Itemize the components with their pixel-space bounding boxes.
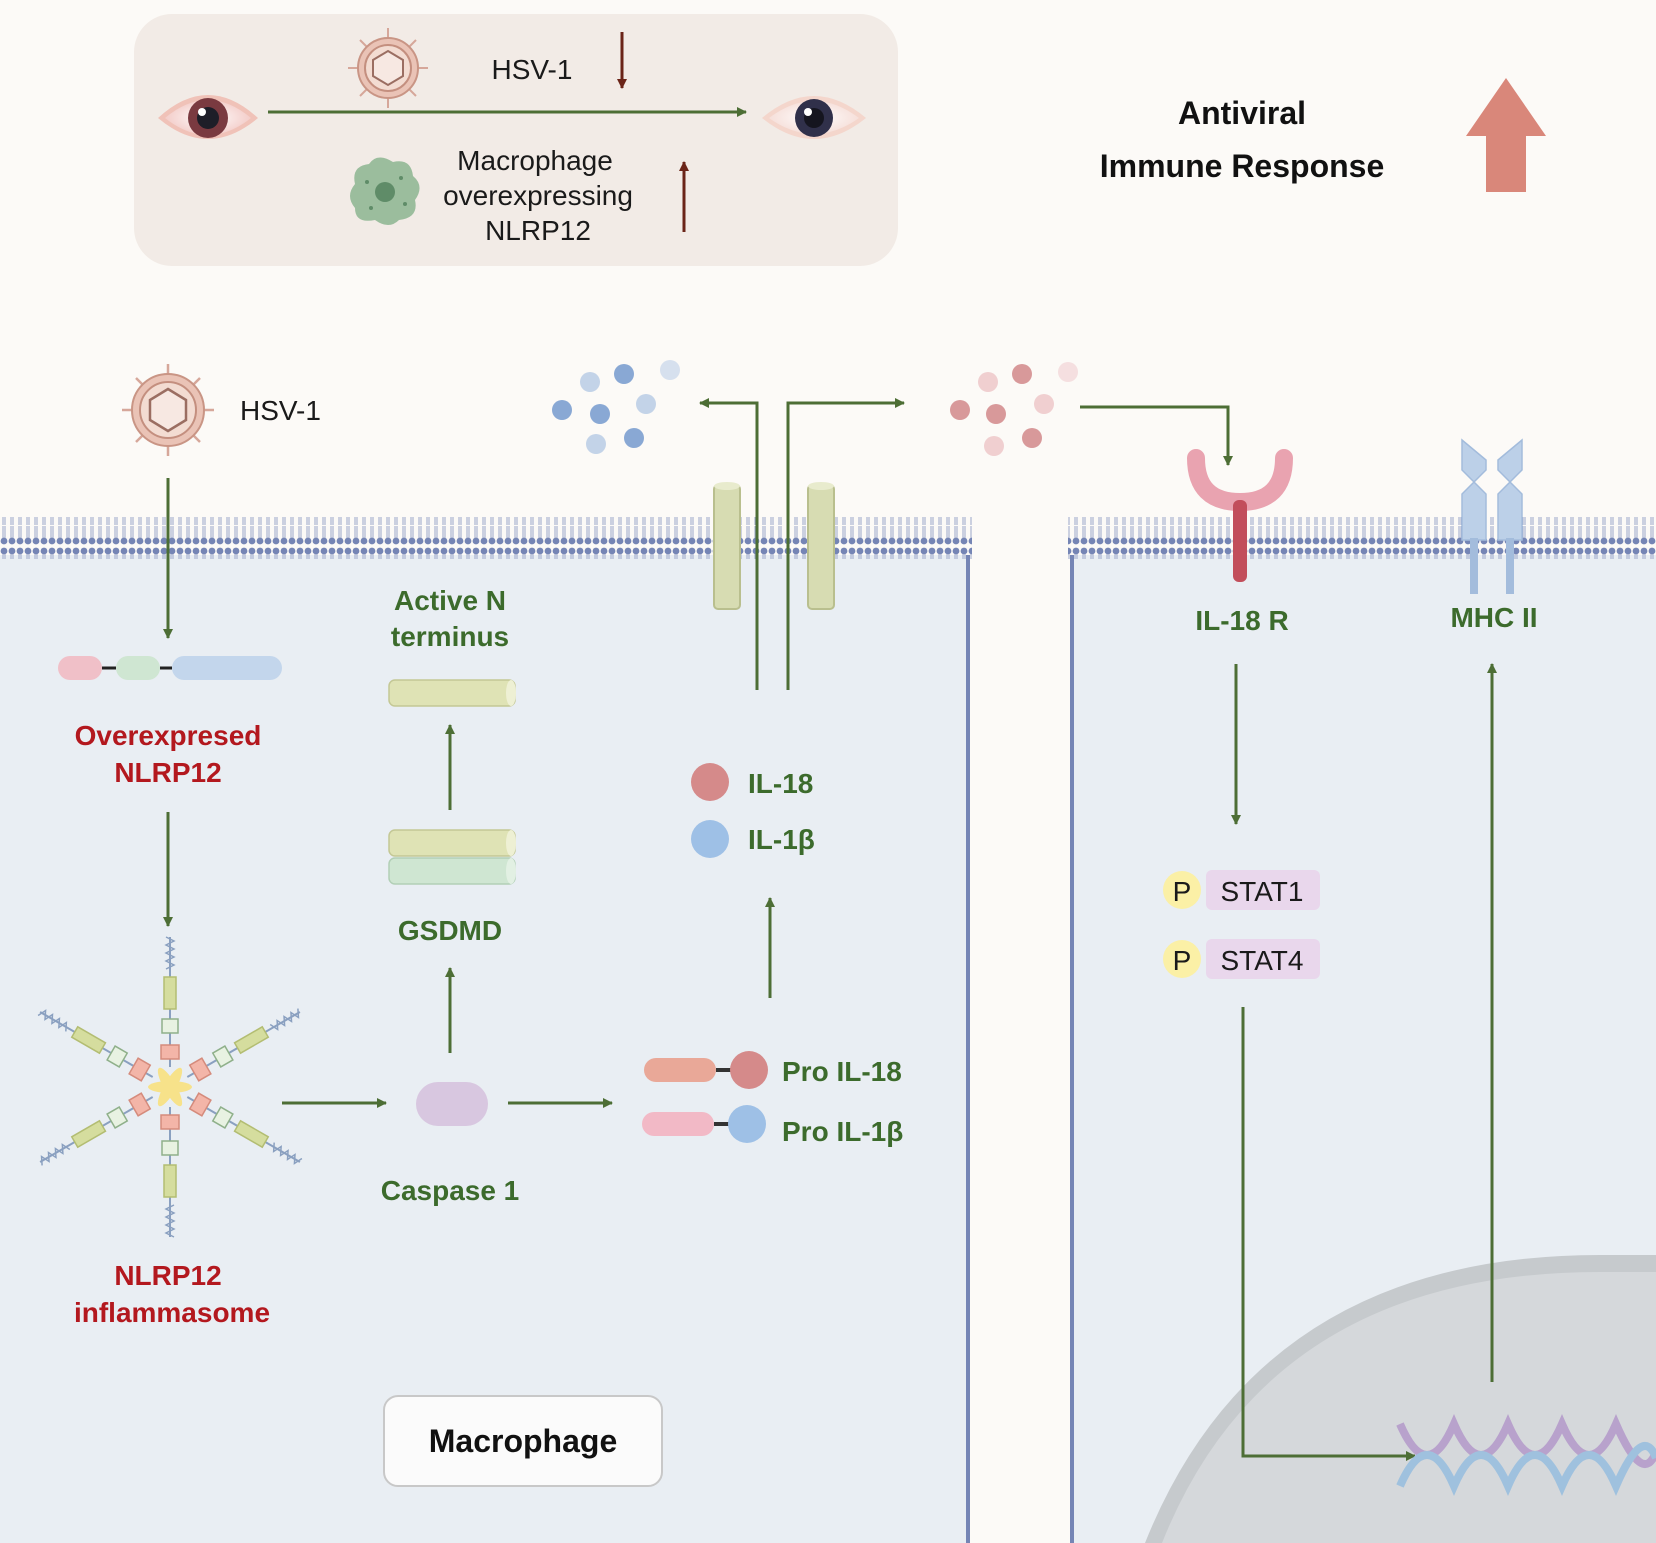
overexpressed-nlrp12-label-2: NLRP12 — [114, 757, 221, 788]
p-stat4 — [1163, 939, 1320, 979]
macrophage-label-2: overexpressing — [443, 180, 633, 211]
inflammasome-label-2: inflammasome — [74, 1297, 270, 1328]
summary-virus-label: HSV-1 — [492, 54, 573, 85]
macrophage-cell-label: Macrophage — [429, 1423, 617, 1459]
virus-label: HSV-1 — [240, 395, 321, 426]
increase-up-arrow-icon — [1466, 78, 1546, 192]
caspase1-icon — [416, 1082, 488, 1126]
mhc-ii-label: MHC II — [1450, 602, 1537, 633]
hsv1-virus-main-icon — [122, 364, 214, 456]
outcome-line-1: Antiviral — [1178, 95, 1306, 131]
macrophage-label-3: NLRP12 — [485, 215, 591, 246]
il1b-label: IL-1β — [748, 824, 815, 855]
active-n-terminus-icon — [388, 679, 516, 707]
p-stat1 — [1163, 870, 1320, 910]
pro-il18-icon — [644, 1051, 768, 1089]
active-n-terminus-label-2: terminus — [391, 621, 509, 652]
il18-secretion-arrow — [786, 398, 905, 690]
stat1-phospho-label: P — [1173, 876, 1192, 907]
il18-receptor-icon — [1187, 449, 1293, 582]
macrophage-icon — [350, 157, 420, 225]
macrophage-membrane — [0, 517, 714, 559]
nucleus — [1145, 1255, 1656, 1543]
inflammasome-label-1: NLRP12 — [114, 1260, 221, 1291]
stat-to-dna-arrow — [1241, 1007, 1416, 1461]
active-n-terminus-label-1: Active N — [394, 585, 506, 616]
caspase1-label: Caspase 1 — [381, 1175, 520, 1206]
nlrp12-protein-icon — [58, 656, 282, 680]
outcome-line-2: Immune Response — [1100, 148, 1385, 184]
stat4-phospho-label: P — [1173, 945, 1192, 976]
gsdmd-pore — [713, 482, 835, 610]
mhc-ii-icon — [1461, 438, 1523, 594]
pro-il18-label: Pro IL-18 — [782, 1056, 902, 1087]
gsdmd-icon — [388, 829, 516, 885]
gsdmd-label: GSDMD — [398, 915, 502, 946]
pro-il1b-label: Pro IL-1β — [782, 1116, 903, 1147]
stat4-label: STAT4 — [1221, 945, 1304, 976]
il18-to-receptor-arrow — [1080, 405, 1233, 466]
il18r-label: IL-18 R — [1195, 605, 1288, 636]
inflamed-eye-icon — [158, 95, 258, 139]
pro-il1b-icon — [642, 1105, 766, 1143]
il18-icon — [691, 763, 729, 801]
overexpressed-nlrp12-label-1: Overexpresed — [75, 720, 262, 751]
dna-helix-icon — [1396, 1413, 1656, 1497]
target-cell-membrane — [1068, 517, 1656, 559]
macrophage-label-box — [383, 1395, 663, 1487]
inflammasome-icon — [34, 936, 306, 1238]
il1b-icon — [691, 820, 729, 858]
macrophage-label-1: Macrophage — [457, 145, 613, 176]
healthy-eye-icon — [762, 96, 866, 139]
stat1-label: STAT1 — [1221, 876, 1304, 907]
hsv1-virus-icon — [348, 28, 428, 108]
secreted-il18-dots — [950, 362, 1078, 456]
il18-label: IL-18 — [748, 768, 813, 799]
il1b-secretion-arrow — [699, 398, 759, 690]
summary-box — [134, 14, 898, 266]
secreted-il1b-dots — [552, 360, 680, 454]
